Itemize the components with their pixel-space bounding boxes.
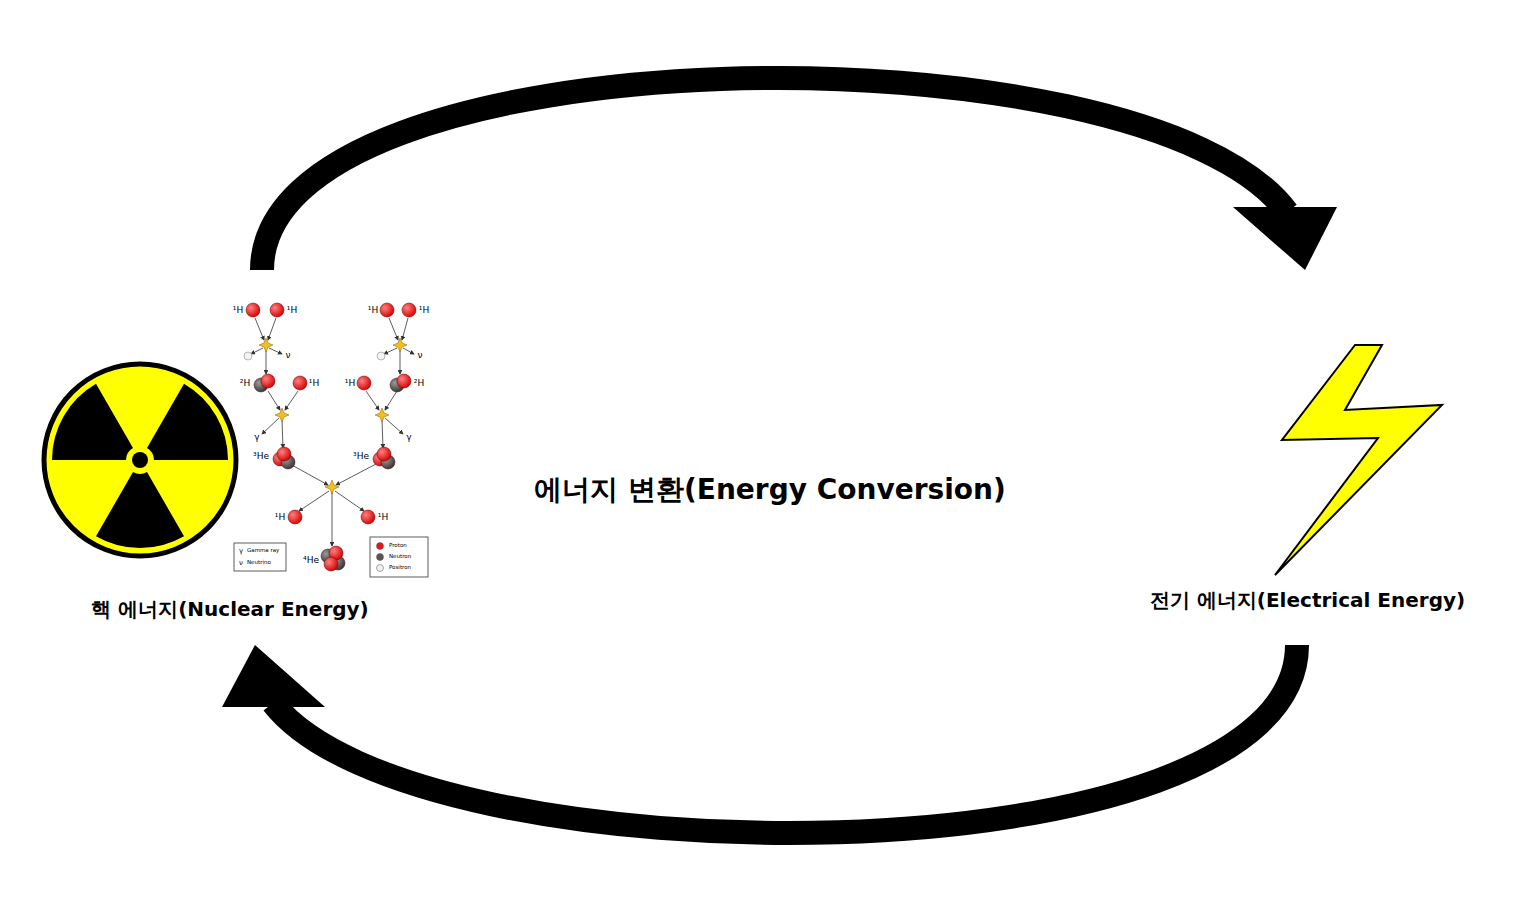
legend-text: Positron [389,565,411,571]
legend-swatch [377,554,384,561]
bolt-shape [1275,345,1442,575]
particle-label: ³He [353,452,369,461]
arrow-body [262,78,1287,270]
legend-swatch [377,543,384,550]
particle-label: γ [239,548,243,555]
conversion-arrow [262,78,1337,270]
particle-label: ν [417,351,422,360]
legend-swatch [377,565,384,572]
legend-text: Proton [389,543,407,549]
trefoil-blade [147,384,228,460]
particle-label: ¹H [378,513,388,522]
radiation-symbol [40,360,240,560]
particle-label: ⁴He [303,556,319,565]
lightning-bolt [1100,270,1515,590]
trefoil-blade [96,472,184,548]
particle-label: ¹H [287,306,297,315]
arrow-head [1233,207,1337,270]
particle-label: γ [406,433,411,442]
particles [244,303,416,571]
diagram-title: 에너지 변환(Energy Conversion) [534,471,1005,509]
node-label: 핵 에너지(Nuclear Energy) [91,596,369,623]
particle-label: ¹H [275,513,285,522]
symbol-disc [44,364,236,556]
particle-label: ν [285,351,290,360]
electrical-energy-node: 전기 에너지(Electrical Energy) [1100,270,1515,645]
reaction-stars [259,338,407,494]
legend-text: Neutrino [247,560,271,566]
particle-label: ¹H [309,379,319,388]
arrow-body [273,645,1297,833]
particle-label: ²H [240,379,250,388]
particle-label: γ [254,433,259,442]
particle-label: ¹H [233,306,243,315]
particle-label: ¹H [419,306,429,315]
symbol-center [132,452,148,468]
particle-label: ³He [253,452,269,461]
reaction-arrows [251,318,414,546]
trefoil-blade [52,384,133,460]
legend-box [234,543,286,571]
particle-label: ²H [414,379,424,388]
legend-text: Neutron [389,554,411,560]
particle-label: ¹H [368,306,378,315]
legend-box [370,537,428,577]
particle-label: ¹H [345,379,355,388]
node-label: 전기 에너지(Electrical Energy) [1150,587,1465,614]
conversion-arrow [222,645,1297,833]
arrow-head [222,645,325,707]
legend-text: Gamma ray [247,548,279,554]
particle-label: ν [239,560,243,567]
